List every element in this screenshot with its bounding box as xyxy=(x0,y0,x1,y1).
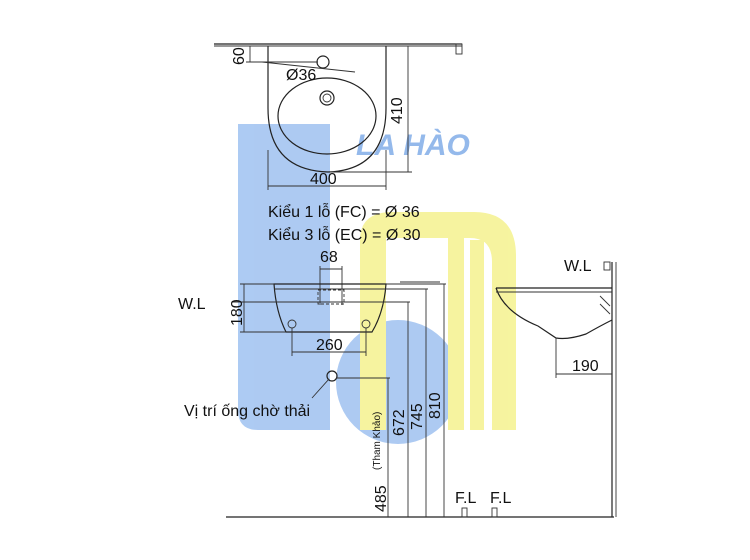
drain-position-label: Vị trí ống chờ thải xyxy=(184,403,310,420)
fl-label-2: F.L xyxy=(490,490,511,507)
dim-745-label: 745 xyxy=(409,403,426,430)
basin-outline-top xyxy=(267,46,387,173)
watermark-yellow-arch xyxy=(360,212,516,430)
dim-60-label: 60 xyxy=(231,47,248,65)
tap-hole-top xyxy=(316,55,330,69)
side-view: W.L 190 xyxy=(495,258,617,517)
drain-pipe-leader xyxy=(311,378,330,399)
dim-180-label: 180 xyxy=(229,299,246,326)
dim-400-label: 400 xyxy=(310,171,337,188)
drain-hole-top xyxy=(319,90,335,106)
watermark-yellow-bar-2 xyxy=(470,240,484,430)
basin-outline-side xyxy=(495,287,613,340)
wall-bracket xyxy=(455,43,463,55)
watermark-brand-text: LA HÀO xyxy=(356,128,470,162)
front-view: 68 W.L 180 260 Vị trí ống chờ thải 485 (… xyxy=(178,249,614,518)
dim-672-label: 672 xyxy=(391,409,408,436)
tap-hole-leader xyxy=(261,61,356,73)
drain-pipe-position xyxy=(326,370,338,382)
bowl-outline-top xyxy=(277,77,377,155)
dim-68-label: 68 xyxy=(320,249,338,266)
watermark-logo: LA HÀO xyxy=(238,124,516,444)
bracket-hatch-1 xyxy=(599,295,611,307)
top-view: 60 Ø36 410 400 xyxy=(214,43,463,190)
dim-hole-label: Ø36 xyxy=(286,67,316,84)
wl-label-side: W.L xyxy=(564,258,592,275)
bracket-hatch-2 xyxy=(599,303,611,315)
drain-hole-inner xyxy=(322,93,332,103)
watermark-blue-shape xyxy=(238,124,330,430)
dim-190-label: 190 xyxy=(572,358,599,375)
note-type-1: Kiểu 1 lỗ (FC) = Ø 36 xyxy=(268,202,420,221)
dim-410-label: 410 xyxy=(389,97,406,124)
dim-810-label: 810 xyxy=(427,392,444,419)
wl-marker-side xyxy=(603,261,611,271)
fl-label-1: F.L xyxy=(455,490,476,507)
note-type-3: Kiểu 3 lỗ (EC) = Ø 30 xyxy=(268,225,421,244)
fl-marker-2 xyxy=(491,507,498,518)
tap-hole-front xyxy=(317,289,345,305)
wl-label-front: W.L xyxy=(178,296,206,313)
dim-485-note: (Tham Khảo) xyxy=(372,412,383,470)
watermark-yellow-bar-1 xyxy=(448,232,464,430)
fl-marker-1 xyxy=(461,507,468,518)
dim-485-label: 485 xyxy=(373,485,390,512)
dim-260-label: 260 xyxy=(316,337,343,354)
